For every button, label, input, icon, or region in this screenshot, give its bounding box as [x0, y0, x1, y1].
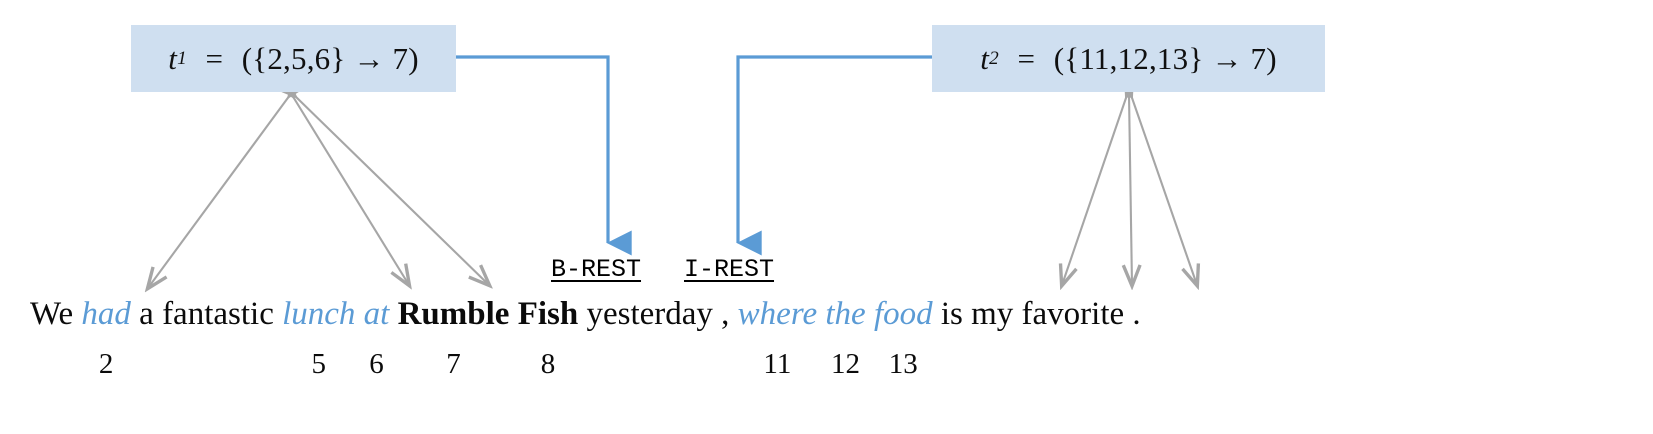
sentence-token: is — [940, 296, 963, 332]
token-index: 11 — [763, 348, 792, 380]
token-space — [131, 298, 139, 331]
sentence-row: We had a fantastic lunch at Rumble Fish … — [30, 298, 1630, 331]
sentence-token: my — [971, 296, 1014, 332]
token-space — [73, 298, 81, 331]
sentence-token: We — [30, 296, 74, 332]
sentence-token: where — [737, 296, 818, 332]
sentence-token: yesterday — [586, 296, 713, 332]
token-space — [355, 298, 363, 331]
sentence-token: Fish — [517, 296, 579, 332]
sentence-token: a — [139, 296, 154, 332]
sentence-token: had — [81, 296, 131, 332]
sentence-token: fantastic — [162, 296, 274, 332]
trigger-t2-var: t — [980, 40, 990, 76]
argument-arrows-t2 — [1062, 95, 1197, 285]
sentence-token: lunch — [282, 296, 356, 332]
tag-label-i-rest: I-REST — [684, 255, 775, 284]
sentence-token: Rumble — [397, 296, 510, 332]
token-index: 7 — [446, 348, 461, 380]
token-space — [933, 298, 941, 331]
sentence-token: at — [363, 296, 390, 332]
token-index: 6 — [369, 348, 384, 380]
token-index: 2 — [98, 348, 114, 380]
token-index: 13 — [888, 348, 918, 380]
token-index: 12 — [831, 348, 861, 380]
sentence-token: . — [1132, 296, 1141, 332]
trigger-t1-subscript: 1 — [177, 47, 187, 69]
connector-t1-to-b-rest — [456, 55, 632, 256]
token-space — [963, 298, 971, 331]
trigger-t2-expression: ({11,12,13} → 7) — [1053, 40, 1277, 76]
trigger-t1-var: t — [168, 40, 178, 76]
token-space — [389, 298, 397, 331]
token-space — [1013, 298, 1021, 331]
argument-arrows-t1 — [148, 95, 489, 288]
token-index: 8 — [540, 348, 556, 380]
token-space — [713, 298, 721, 331]
trigger-t2-equals: = — [1017, 40, 1036, 76]
trigger-t1-equals: = — [205, 40, 224, 76]
token-space — [817, 298, 825, 331]
token-space — [509, 298, 517, 331]
sentence-token: , — [721, 296, 730, 332]
tag-label-b-rest: B-REST — [551, 255, 642, 284]
token-space — [578, 298, 586, 331]
token-space — [729, 298, 737, 331]
token-space — [274, 298, 282, 331]
connector-t2-to-i-rest — [736, 55, 932, 256]
sentence-token: food — [873, 296, 933, 332]
trigger-t1-expression: ({2,5,6} → 7) — [241, 40, 419, 76]
trigger-t2-subscript: 2 — [989, 47, 999, 69]
token-index: 5 — [311, 348, 327, 380]
sentence-token: favorite — [1021, 296, 1125, 332]
token-space — [1124, 298, 1132, 331]
token-space — [866, 298, 874, 331]
token-space — [154, 298, 162, 331]
sentence-token: the — [825, 296, 866, 332]
